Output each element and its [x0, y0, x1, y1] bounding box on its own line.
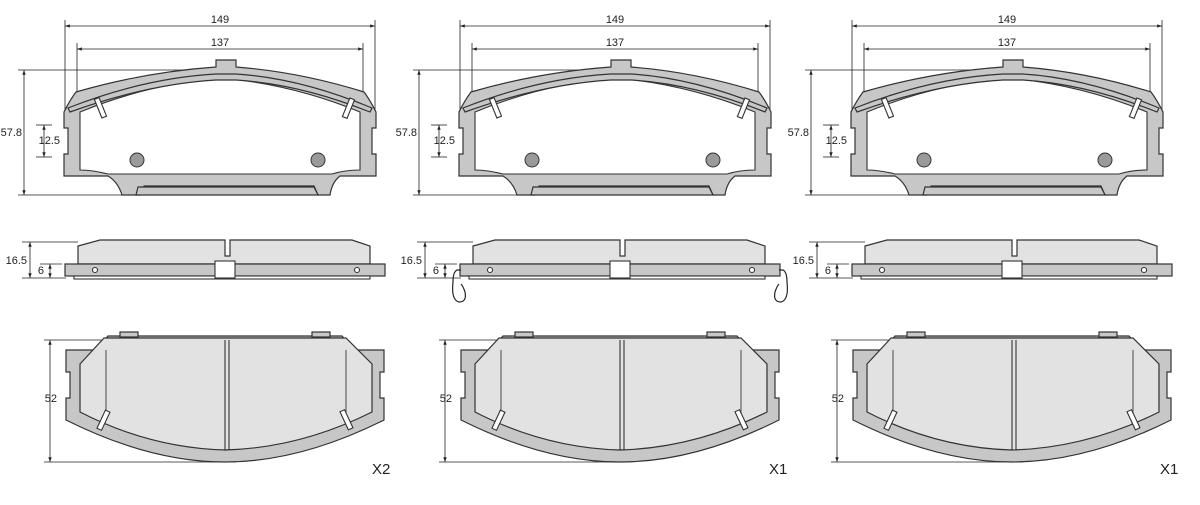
quantity-label-3: X1: [1160, 461, 1178, 478]
quantity-label-1: X2: [372, 461, 390, 478]
pad-variant-1: [1, 14, 385, 462]
pad-variant-3: [788, 14, 1172, 462]
pad-variant-2: [396, 14, 789, 462]
quantity-label-2: X1: [769, 461, 787, 478]
